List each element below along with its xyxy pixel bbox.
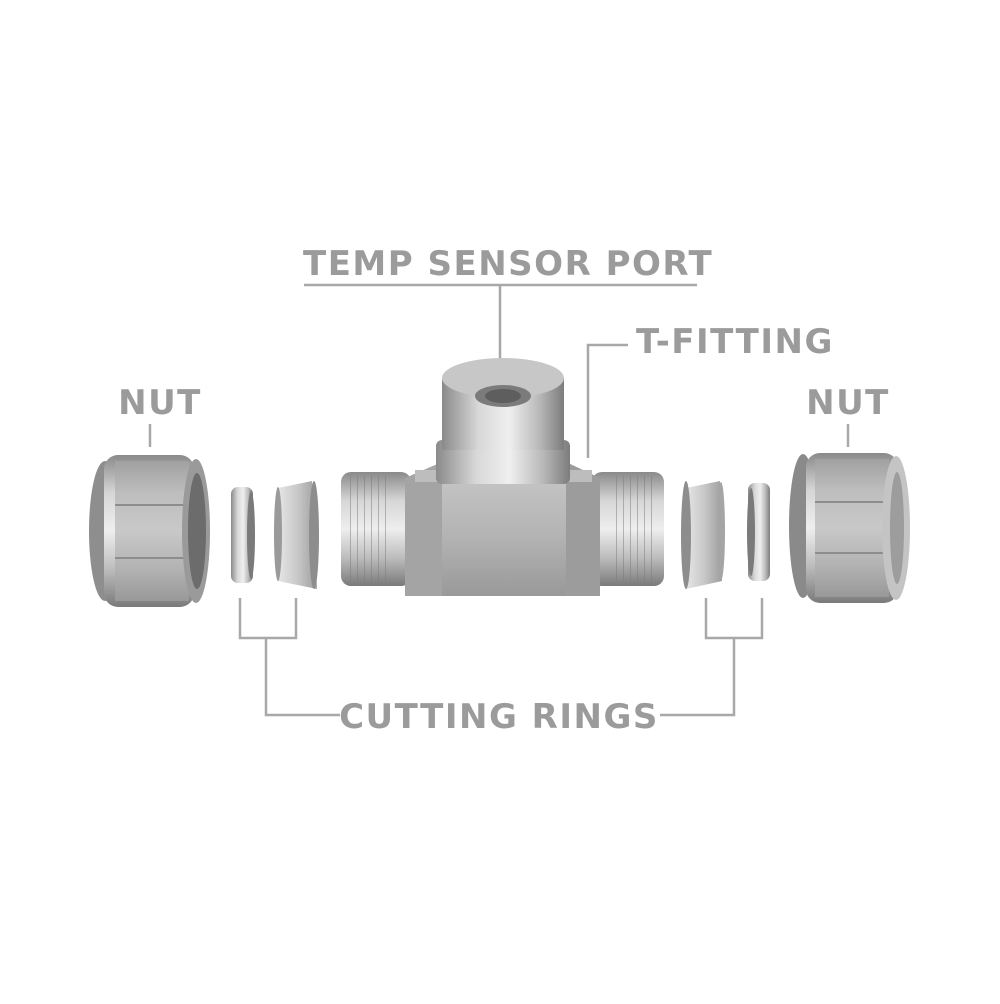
right-nut <box>789 453 910 603</box>
left-nut <box>89 455 210 607</box>
left-thin-ring <box>231 487 255 583</box>
rings-right-leader <box>660 638 736 717</box>
right-cutting-ring <box>681 481 725 589</box>
left-nut-label: NUT <box>118 383 202 423</box>
t-fitting <box>341 358 664 596</box>
leader-lines <box>148 283 850 717</box>
rings-right-bracket <box>704 598 764 640</box>
left-cutting-ring <box>274 481 319 589</box>
right-thin-ring <box>747 483 770 581</box>
t-fitting-leader <box>586 343 628 458</box>
rings-left-bracket <box>238 598 298 640</box>
right-nut-label: NUT <box>806 383 890 423</box>
t-fitting-label: T-FITTING <box>636 322 834 362</box>
temp-sensor-port-label: TEMP SENSOR PORT <box>303 244 714 284</box>
cutting-rings-label: CUTTING RINGS <box>339 697 659 737</box>
rings-left-leader <box>264 638 340 717</box>
